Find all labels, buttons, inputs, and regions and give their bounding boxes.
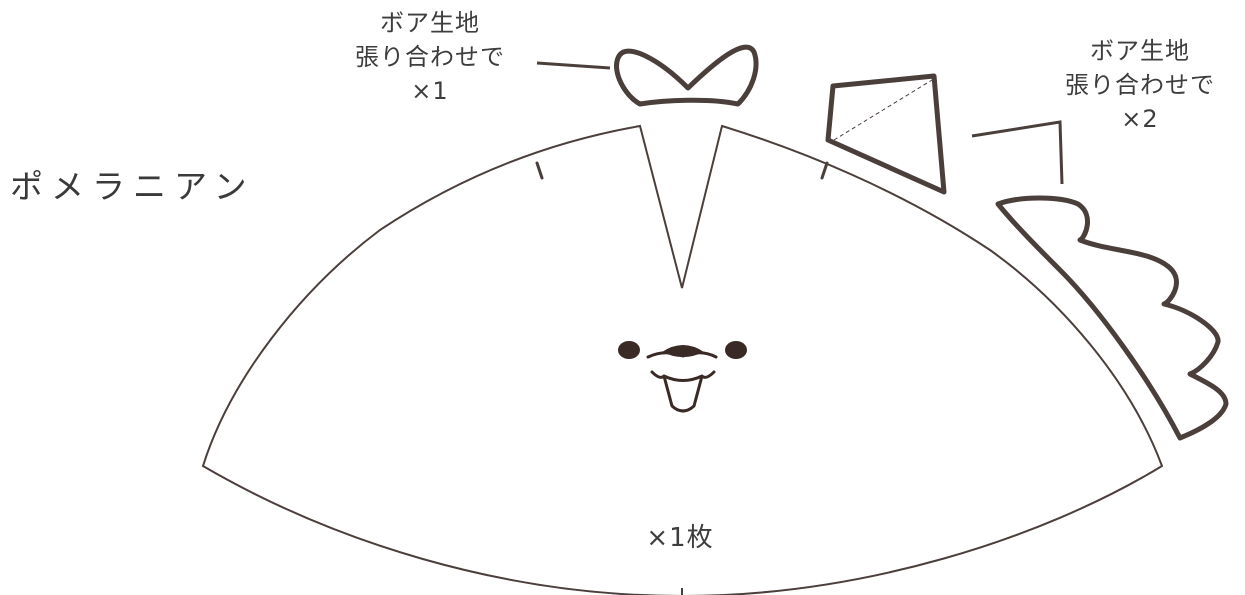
muzzle-line	[646, 351, 718, 359]
tail-leader-line	[971, 120, 1064, 185]
tail-label-line-3: ×2	[1121, 105, 1159, 133]
pattern-title: ポメラニアン	[10, 167, 255, 206]
ear-pattern-piece	[614, 44, 759, 107]
left-eye	[618, 341, 640, 359]
tail-piece-upper	[825, 73, 947, 195]
tail-label: ボア生地 張り合わせで ×2	[1040, 34, 1240, 136]
tail-label-line-1: ボア生地	[1090, 37, 1190, 65]
body-label: ×1枚	[646, 523, 714, 553]
ear-leader-line	[536, 61, 611, 70]
right-eye	[725, 341, 747, 359]
tail-piece-lower	[995, 195, 1229, 441]
tail-piece-fold-line	[833, 79, 933, 141]
mouth	[650, 370, 716, 413]
body-pattern-piece	[201, 124, 1164, 595]
tail-label-line-2: 張り合わせで	[1065, 71, 1215, 99]
dart-mark-right	[820, 161, 829, 180]
ear-label-line-2: 張り合わせで	[355, 43, 505, 71]
ear-label-line-3: ×1	[411, 77, 449, 105]
ear-label-line-1: ボア生地	[380, 9, 480, 37]
dart-mark-left	[535, 161, 544, 180]
ear-label: ボア生地 張り合わせで ×1	[330, 6, 530, 108]
